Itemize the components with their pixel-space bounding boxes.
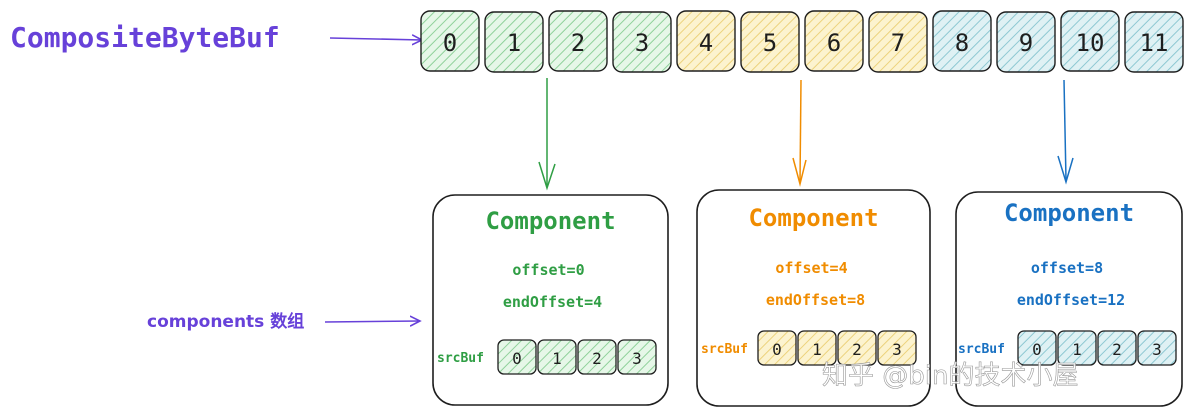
src-byte-label: 2 — [592, 349, 602, 368]
src-byte-cell: 2 — [577, 339, 617, 375]
src-byte-label: 0 — [1032, 340, 1042, 359]
byte-cell: 5 — [740, 11, 800, 73]
src-buf-label: srcBuf — [958, 342, 1005, 357]
src-byte-label: 3 — [1152, 340, 1162, 359]
component-end-offset: endOffset=4 — [503, 293, 602, 311]
src-byte-label: 0 — [772, 340, 782, 359]
byte-cell: 11 — [1124, 11, 1184, 73]
component-offset: offset=0 — [512, 261, 584, 279]
component-end-offset: endOffset=12 — [1017, 291, 1125, 309]
byte-cell: 1 — [484, 11, 544, 73]
components-array-label: components 数组 — [147, 311, 304, 332]
src-byte-cell: 0 — [1017, 330, 1057, 366]
byte-cell: 4 — [676, 10, 736, 72]
src-byte-label: 3 — [892, 340, 902, 359]
byte-cell-label: 11 — [1140, 29, 1169, 57]
byte-cell-label: 1 — [507, 29, 521, 57]
title-arrow — [329, 38, 422, 40]
byte-cell: 7 — [868, 11, 928, 73]
byte-cell: 9 — [996, 11, 1056, 73]
component-title: Component — [748, 204, 878, 232]
byte-cell: 3 — [612, 11, 672, 73]
component-offset: offset=8 — [1031, 259, 1103, 277]
component-title: Component — [485, 207, 615, 235]
arrow-to-component-3 — [1057, 79, 1074, 185]
component-box: Component offset=4 endOffset=8 srcBuf 0 1 2 3 — [696, 189, 931, 407]
src-byte-cell: 2 — [837, 330, 877, 366]
arrow-to-component-2 — [792, 79, 807, 187]
arrow-to-component-1 — [538, 78, 556, 191]
component-end-offset: endOffset=8 — [766, 291, 865, 309]
watermark: 知乎 @bin的技术小屋 — [822, 361, 1078, 391]
src-buf-label: srcBuf — [437, 351, 484, 366]
component-box: Component offset=0 endOffset=4 srcBuf 0 1 2 3 — [432, 194, 669, 406]
byte-cell-label: 2 — [571, 29, 585, 57]
src-byte-label: 2 — [1112, 340, 1122, 359]
src-byte-cell: 0 — [757, 330, 797, 366]
src-byte-cell: 3 — [617, 339, 657, 375]
byte-cell-label: 6 — [827, 29, 841, 57]
src-byte-label: 2 — [852, 340, 862, 359]
byte-cell: 2 — [548, 10, 608, 72]
byte-cell: 6 — [804, 10, 864, 72]
component-title: Component — [1004, 199, 1134, 227]
main-byte-array: 0 1 2 3 4 5 6 7 8 9 10 11 — [420, 10, 1184, 73]
component-offset: offset=4 — [775, 259, 847, 277]
byte-cell-label: 5 — [763, 29, 777, 57]
src-byte-cell: 1 — [1057, 330, 1097, 366]
composite-bytebuf-title: CompositeByteBuf — [10, 21, 280, 54]
byte-cell-label: 3 — [635, 29, 649, 57]
src-byte-cell: 1 — [797, 330, 837, 366]
src-byte-cell: 2 — [1097, 330, 1137, 366]
src-byte-label: 3 — [632, 349, 642, 368]
byte-cell-label: 10 — [1076, 29, 1105, 57]
src-buf-label: srcBuf — [701, 342, 748, 357]
byte-cell-label: 9 — [1019, 29, 1033, 57]
component-box: Component offset=8 endOffset=12 srcBuf 0 1 2 3 — [955, 191, 1183, 407]
byte-cell: 8 — [932, 10, 992, 72]
byte-cell-label: 8 — [955, 29, 969, 57]
src-byte-cell: 3 — [1137, 330, 1177, 366]
src-byte-label: 0 — [512, 349, 522, 368]
byte-cell: 0 — [420, 10, 480, 72]
src-byte-label: 1 — [1072, 340, 1082, 359]
src-byte-cell: 3 — [877, 330, 917, 366]
src-byte-cell: 1 — [537, 339, 577, 375]
src-byte-label: 1 — [812, 340, 822, 359]
byte-cell: 10 — [1060, 10, 1120, 72]
components-label-arrow — [324, 321, 420, 322]
src-byte-label: 1 — [552, 349, 562, 368]
byte-cell-label: 4 — [699, 29, 713, 57]
src-byte-cell: 0 — [497, 339, 537, 375]
byte-cell-label: 7 — [891, 29, 905, 57]
byte-cell-label: 0 — [443, 29, 457, 57]
